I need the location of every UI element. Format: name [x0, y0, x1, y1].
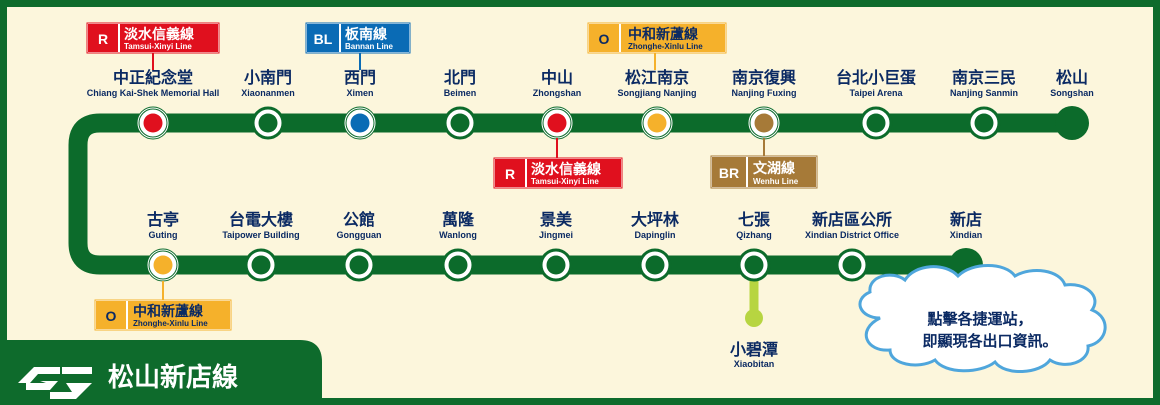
bottom-station-label[interactable]: 新店: [950, 210, 982, 229]
transfer-badge-cks[interactable]: R 淡水信義線 Tamsui-Xinyi Line: [86, 22, 220, 54]
bottom-station-en-label: Taipower Building: [222, 230, 299, 240]
top-station-marker[interactable]: [540, 106, 574, 140]
station-label-xiaobitan[interactable]: 小碧潭: [730, 340, 778, 359]
transfer-badge-zhongshan[interactable]: R 淡水信義線 Tamsui-Xinyi Line: [493, 157, 623, 189]
bottom-station-en-label: Guting: [149, 230, 178, 240]
badge-line-name-en: Bannan Line: [345, 42, 394, 51]
badge-code: O: [106, 308, 117, 324]
badge-line-name-en: Zhonghe-Xinlu Line: [133, 319, 208, 328]
badge-line-name-en: Zhonghe-Xinlu Line: [628, 42, 703, 51]
badge-line-name-en: Tamsui-Xinyi Line: [531, 177, 599, 186]
bottom-station-label[interactable]: 景美: [540, 210, 573, 229]
bottom-station-en-label: Wanlong: [439, 230, 477, 240]
cloud-text-line-1: 點擊各捷運站，: [927, 310, 1032, 328]
transfer-badge-ximen[interactable]: BL 板南線 Bannan Line: [305, 22, 411, 54]
bottom-station-en-label: Xindian: [950, 230, 983, 240]
top-station-label[interactable]: 小南門: [244, 68, 292, 87]
top-station-label[interactable]: 中山: [541, 68, 573, 87]
top-station-label[interactable]: 南京三民: [952, 68, 1016, 87]
top-station-label[interactable]: 中正紀念堂: [113, 68, 193, 87]
bottom-station-label[interactable]: 大坪林: [631, 210, 679, 229]
top-station-en-label: Nanjing Fuxing: [732, 88, 797, 98]
badge-line-name: 中和新蘆線: [628, 26, 698, 43]
badge-line-name: 淡水信義線: [531, 161, 601, 178]
top-station-label[interactable]: 南京復興: [732, 68, 796, 87]
badge-line-name: 淡水信義線: [124, 26, 194, 43]
badge-code: BR: [719, 165, 739, 181]
top-station-en-label: Nanjing Sanmin: [950, 88, 1018, 98]
bottom-station-marker[interactable]: [244, 248, 278, 282]
bottom-station-label[interactable]: 萬隆: [442, 210, 475, 229]
bottom-station-marker[interactable]: [539, 248, 573, 282]
top-station-en-label: Beimen: [444, 88, 477, 98]
bottom-station-marker[interactable]: [146, 248, 180, 282]
top-station-marker[interactable]: [136, 106, 170, 140]
cloud-text-line-2: 即顯現各出口資訊。: [922, 332, 1057, 350]
badge-code: O: [599, 31, 610, 47]
top-station-label[interactable]: 松江南京: [625, 68, 689, 87]
bottom-station-label[interactable]: 古亭: [147, 210, 179, 229]
bottom-station-en-label: Gongguan: [337, 230, 382, 240]
badge-line-name: 文湖線: [753, 160, 795, 177]
map-title: 松山新店線: [108, 362, 238, 393]
badge-line-name-en: Tamsui-Xinyi Line: [124, 42, 192, 51]
top-station-en-label: Chiang Kai-Shek Memorial Hall: [87, 88, 220, 98]
bottom-station-en-label: Xindian District Office: [805, 230, 899, 240]
top-station-marker[interactable]: [859, 106, 893, 140]
badge-code: R: [98, 31, 108, 47]
bottom-station-label[interactable]: 台電大樓: [229, 210, 293, 229]
top-station-en-label: Songshan: [1050, 88, 1094, 98]
bottom-station-marker[interactable]: [342, 248, 376, 282]
badge-line-name-en: Wenhu Line: [753, 177, 799, 186]
info-cloud: 點擊各捷運站， 即顯現各出口資訊。: [858, 264, 1107, 374]
bottom-station-marker[interactable]: [638, 248, 672, 282]
badge-line-name: 板南線: [345, 26, 387, 43]
top-station-label[interactable]: 西門: [344, 68, 376, 87]
badge-code: BL: [314, 31, 333, 47]
transfer-badge-songjiang[interactable]: O 中和新蘆線 Zhonghe-Xinlu Line: [587, 22, 727, 54]
bottom-station-label[interactable]: 公館: [343, 210, 375, 229]
top-station-en-label: Songjiang Nanjing: [618, 88, 697, 98]
route-line: [68, 113, 1072, 275]
bottom-station-en-label: Jingmei: [539, 230, 573, 240]
top-station-en-label: Taipei Arena: [849, 88, 903, 98]
bottom-station-en-label: Qizhang: [736, 230, 772, 240]
top-station-marker[interactable]: [343, 106, 377, 140]
bottom-station-marker[interactable]: [737, 248, 771, 282]
top-station-marker[interactable]: [443, 106, 477, 140]
top-station-en-label: Ximen: [346, 88, 373, 98]
branch-terminal: [745, 309, 763, 327]
bottom-station-en-label: Dapinglin: [635, 230, 676, 240]
station-en-xiaobitan: Xiaobitan: [734, 359, 775, 369]
top-station-en-label: Xiaonanmen: [241, 88, 295, 98]
top-station-label[interactable]: 松山: [1056, 68, 1088, 87]
top-station-en-label: Zhongshan: [533, 88, 582, 98]
badge-line-name: 中和新蘆線: [133, 303, 203, 320]
top-station-marker[interactable]: [640, 106, 674, 140]
bottom-station-marker[interactable]: [441, 248, 475, 282]
taipei-metro-logo-icon: [18, 367, 92, 399]
top-station-marker[interactable]: [251, 106, 285, 140]
bottom-station-label[interactable]: 新店區公所: [812, 210, 892, 229]
bottom-station-marker[interactable]: [835, 248, 869, 282]
top-station-marker[interactable]: [967, 106, 1001, 140]
transfer-badge-fuxing[interactable]: BR 文湖線 Wenhu Line: [710, 155, 818, 189]
top-station-marker[interactable]: [747, 106, 781, 140]
transfer-badge-guting[interactable]: O 中和新蘆線 Zhonghe-Xinlu Line: [94, 299, 232, 331]
badge-code: R: [505, 166, 515, 182]
top-station-marker[interactable]: [1055, 106, 1089, 140]
top-station-label[interactable]: 台北小巨蛋: [836, 68, 916, 87]
bottom-station-label[interactable]: 七張: [738, 210, 771, 229]
top-station-label[interactable]: 北門: [444, 68, 476, 87]
